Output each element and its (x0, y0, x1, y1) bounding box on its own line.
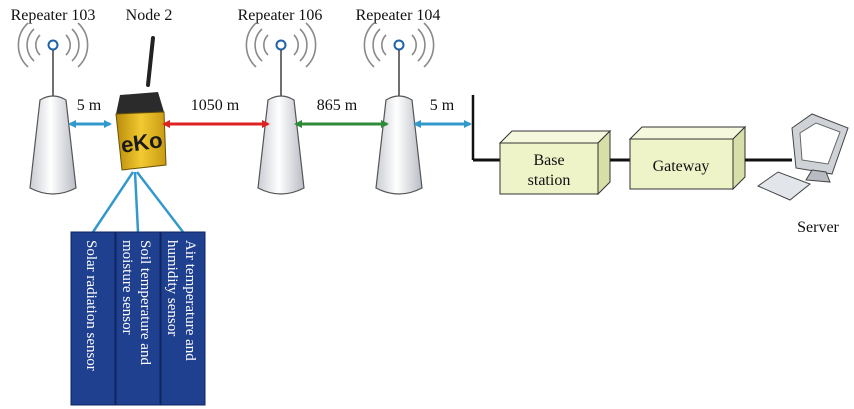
repeater-104-label: Repeater 104 (356, 7, 441, 24)
node-brand-logo: eKo (119, 127, 164, 158)
wireless-signal-icon (17, 22, 89, 68)
repeater-103 (17, 22, 89, 195)
distance-node-r106: 1050 m (191, 97, 240, 114)
wireless-signal-icon (363, 22, 435, 68)
repeater-103-label: Repeater 103 (11, 7, 96, 24)
base-station-label-line2: station (528, 172, 571, 189)
base-station-label-line1: Base (533, 152, 564, 169)
node-2: eKo (115, 36, 167, 171)
base-station-box: Base station (498, 129, 612, 196)
sensor-label-line2: moisture sensor (119, 240, 135, 335)
sensor-label-line1: Solar radiation sensor (83, 240, 99, 371)
repeater-106 (245, 22, 317, 195)
tower-icon (257, 95, 305, 195)
computer-icon (756, 113, 849, 201)
repeater-106-label: Repeater 106 (238, 7, 323, 24)
node-2-label: Node 2 (126, 7, 173, 24)
gateway-box: Gateway (628, 125, 747, 191)
sensor-label-line1: Soil temperature and (137, 240, 153, 365)
sensor-label-line2: humidity sensor (164, 240, 180, 336)
distance-r103-node: 5 m (77, 97, 102, 114)
sensor-air-temperature-humidity: Air temperature and humidity sensor (160, 231, 206, 406)
server-label: Server (797, 219, 839, 236)
distance-r104-base: 5 m (430, 97, 455, 114)
repeater-104 (363, 22, 435, 195)
wireless-signal-icon (245, 22, 317, 68)
gateway-label: Gateway (653, 158, 710, 175)
tower-icon (375, 95, 423, 195)
keyboard-icon (756, 171, 811, 201)
sensor-cables (91, 171, 184, 233)
distance-r106-r104: 865 m (317, 97, 358, 114)
sensor-solar-radiation: Solar radiation sensor (70, 231, 116, 406)
tower-icon (29, 95, 77, 195)
sensor-soil-temperature-moisture: Soil temperature and moisture sensor (115, 231, 161, 406)
sensor-label-line1: Air temperature and (182, 240, 198, 361)
